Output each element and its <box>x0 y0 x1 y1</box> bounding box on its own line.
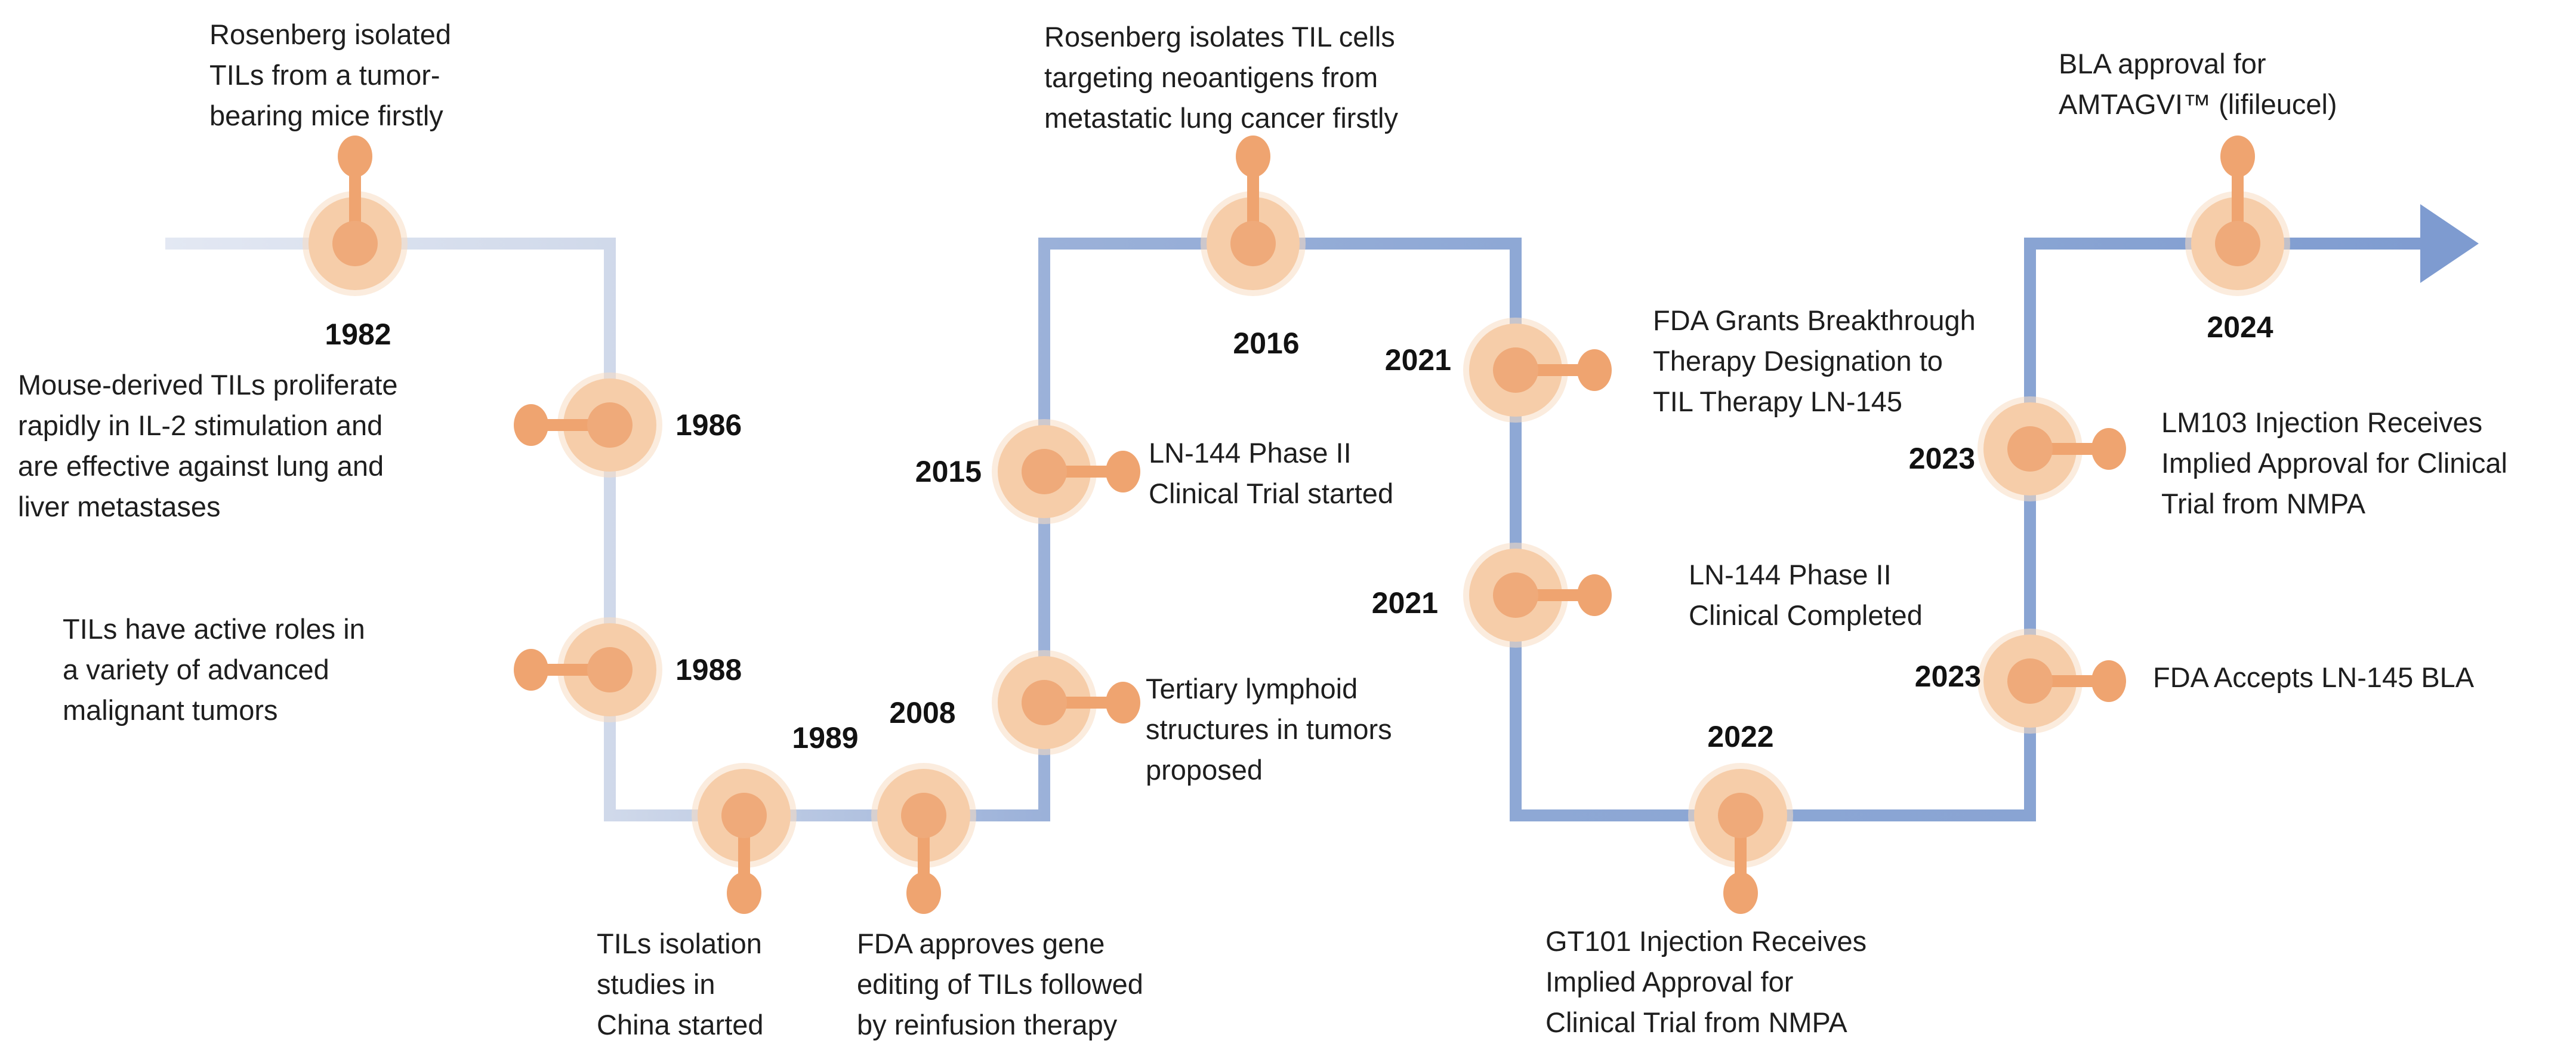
timeline-marker-2015 <box>992 419 1140 524</box>
timeline-marker-2021-breakthrough <box>1463 318 1612 423</box>
event-text-2015: LN-144 Phase II Clinical Trial started <box>1149 437 1394 509</box>
event-text-tertiary-lymphoid: Tertiary lymphoid structures in tumors p… <box>1146 673 1392 786</box>
year-label-2021-breakthrough: 2021 <box>1384 343 1451 377</box>
year-label-2023-bla: 2023 <box>1914 660 1981 693</box>
timeline-marker-1989 <box>692 763 797 914</box>
year-label-2022: 2022 <box>1707 720 1774 753</box>
year-label-2016: 2016 <box>1233 327 1300 360</box>
event-text-2016: Rosenberg isolates TIL cells targeting n… <box>1044 21 1398 134</box>
year-label-2021-completed: 2021 <box>1371 586 1438 620</box>
event-text-2024: BLA approval for AMTAGVI™ (lifileucel) <box>2059 48 2337 120</box>
timeline-arrowhead-icon <box>2420 204 2479 283</box>
event-text-1982: Rosenberg isolated TILs from a tumor- be… <box>209 19 451 131</box>
timeline-marker-1982 <box>303 136 408 296</box>
year-label-2024: 2024 <box>2207 310 2273 344</box>
timeline-marker-2022 <box>1688 763 1793 914</box>
year-label-2023-lm103: 2023 <box>1908 442 1975 475</box>
event-text-2022: GT101 Injection Receives Implied Approva… <box>1545 925 1867 1038</box>
event-text-2008: FDA approves gene editing of TILs follow… <box>857 928 1143 1040</box>
event-text-1989: TILs isolation studies in China started <box>597 928 764 1040</box>
timeline-marker-tertiary-lymphoid <box>992 650 1140 755</box>
event-text-2023-bla: FDA Accepts LN-145 BLA <box>2153 661 2475 693</box>
timeline-marker-2021-completed <box>1463 543 1612 648</box>
year-label-1989: 1989 <box>792 721 859 755</box>
timeline-marker-2008 <box>871 763 976 914</box>
timeline-marker-2024 <box>2185 136 2290 296</box>
event-text-2021-completed: LN-144 Phase II Clinical Completed <box>1689 559 1923 631</box>
event-text-1988: TILs have active roles in a variety of a… <box>63 613 365 726</box>
timeline-marker-1986 <box>514 373 662 478</box>
year-label-1986: 1986 <box>675 408 742 442</box>
year-label-1982: 1982 <box>325 318 391 351</box>
timeline-marker-1988 <box>514 617 662 722</box>
event-text-2021-breakthrough: FDA Grants Breakthrough Therapy Designat… <box>1653 304 1976 417</box>
event-text-1986: Mouse-derived TILs proliferate rapidly i… <box>18 369 398 522</box>
year-label-2008: 2008 <box>889 696 956 729</box>
year-label-1988: 1988 <box>675 653 742 686</box>
year-label-2015: 2015 <box>915 455 982 488</box>
timeline-marker-2016 <box>1201 136 1306 296</box>
timeline-marker-2023-bla <box>1977 629 2126 734</box>
event-text-2023-lm103: LM103 Injection Receives Implied Approva… <box>2161 407 2507 519</box>
timeline-marker-2023-lm103 <box>1977 396 2126 501</box>
